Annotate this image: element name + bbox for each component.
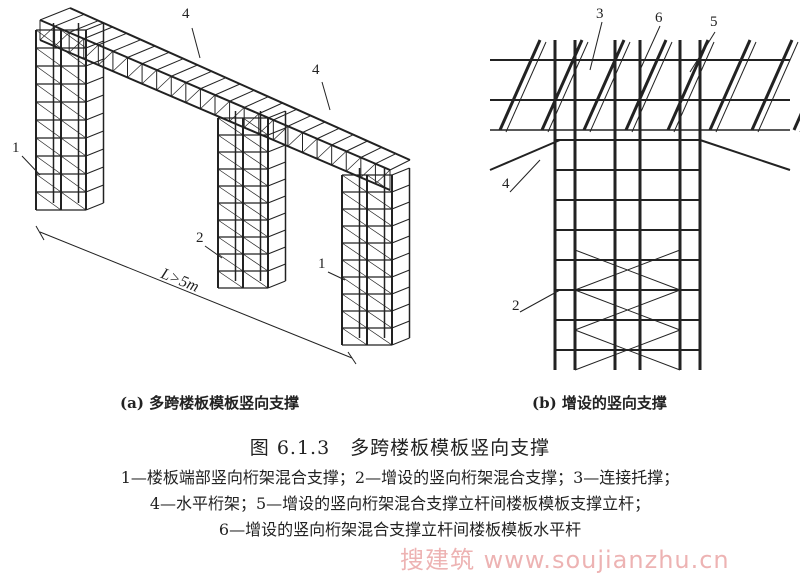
detail-top-beams <box>490 39 800 133</box>
figure-title: 图 6.1.3 多跨楼板模板竖向支撑 <box>249 437 551 459</box>
tower-end-left <box>35 22 105 211</box>
tower-end-right <box>341 167 411 346</box>
horizontal-truss <box>39 7 411 191</box>
watermark: 搜建筑 www.soujianzhu.cn <box>400 546 730 574</box>
panel-a-drawing <box>35 7 411 346</box>
label-2-detail: 2 <box>512 298 520 314</box>
detail-tower-posts <box>489 40 791 371</box>
caption-b: (b) 增设的竖向支撑 <box>532 394 667 412</box>
label-4-a: 4 <box>182 6 190 22</box>
legend-line-3: 6—增设的竖向桁架混合支撑立杆间楼板模板水平杆 <box>218 520 582 539</box>
legend-line-2: 4—水平桁架；5—增设的竖向桁架混合支撑立杆间楼板模板支撑立杆； <box>149 494 651 513</box>
tower-added-middle <box>217 110 287 289</box>
label-1-a: 1 <box>12 140 20 156</box>
label-1-b: 1 <box>318 256 326 272</box>
leader-lines <box>21 21 716 313</box>
dimension-line <box>35 225 357 365</box>
caption-a: (a) 多跨楼板模板竖向支撑 <box>120 394 300 412</box>
scaffold-drawings <box>21 7 800 371</box>
label-6: 6 <box>655 10 663 26</box>
label-3: 3 <box>596 6 604 22</box>
legend-line-1: 1—楼板端部竖向桁架混合支撑；2—增设的竖向桁架混合支撑；3—连接托撑； <box>120 468 680 487</box>
label-2-a: 2 <box>196 230 204 246</box>
label-4-detail: 4 <box>502 176 510 192</box>
label-4-b: 4 <box>312 62 320 78</box>
panel-b-drawing <box>489 39 800 371</box>
label-5: 5 <box>710 14 718 30</box>
